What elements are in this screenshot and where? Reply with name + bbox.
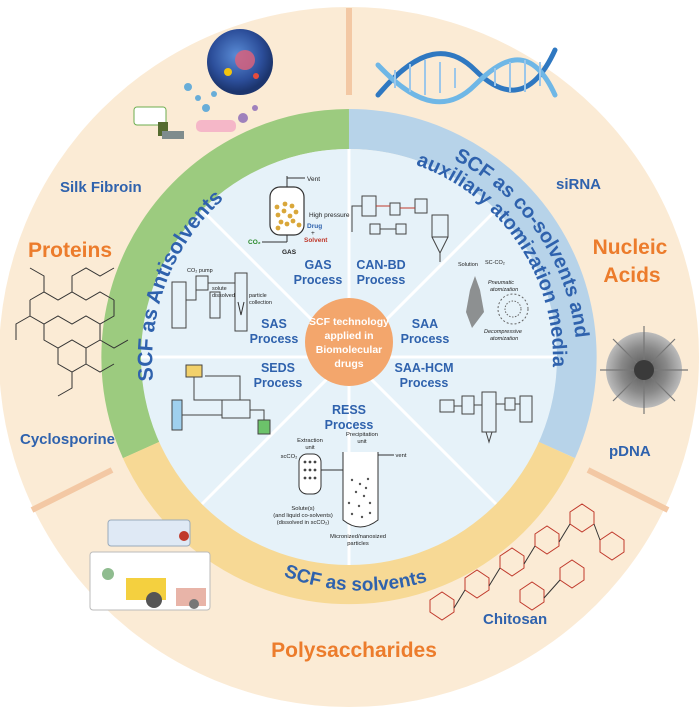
- seds-schematic: [171, 364, 271, 435]
- ress-precipitation-2: unit: [357, 439, 367, 445]
- sas-solute: solute: [212, 286, 227, 292]
- center-circle: [305, 298, 393, 386]
- ress-solute-2: (and liquid co-solvents): [273, 513, 333, 519]
- seds-process-word: Process: [254, 376, 303, 390]
- gas-co2: CO₂: [248, 239, 261, 246]
- ress-precipitation: Precipitation: [346, 432, 378, 438]
- center-line-3: Biomolecular: [316, 344, 383, 356]
- sas-process-name: SAS: [261, 317, 287, 331]
- outer-dividers: [30, 8, 670, 513]
- sas-pump: CO₂ pump: [187, 268, 213, 274]
- ress-schematic: Extraction unit Precipitation unit vent …: [273, 432, 407, 547]
- ress-solute: Solute(s): [291, 506, 314, 512]
- molecule-structure: [15, 267, 129, 397]
- polysaccharides-label: Polysaccharides: [271, 639, 437, 662]
- middle-band: [101, 109, 597, 605]
- ress-vent: vent: [396, 453, 407, 459]
- saa-hcm-schematic: [439, 391, 533, 444]
- ress-solute-3: (dissolved in scCO₂): [277, 520, 330, 526]
- sas-collection: collection: [249, 300, 272, 306]
- sas-particle: particle: [249, 293, 267, 299]
- cyclosporine-label: Cyclosporine: [20, 431, 115, 448]
- outer-labels: Proteins Nucleic Acids Polysaccharides S…: [20, 176, 668, 662]
- solvent-band: [122, 441, 576, 605]
- saa-decompressive: Decompressive: [484, 329, 522, 335]
- proteins-label: Proteins: [28, 239, 112, 262]
- gas-plus: +: [311, 230, 315, 237]
- can-bd-process-name: CAN-BD: [356, 258, 405, 272]
- ress-extraction-2: unit: [305, 445, 315, 451]
- device-illustration: [89, 519, 211, 611]
- sirna-label: siRNA: [556, 176, 601, 193]
- ress-process-name: RESS: [332, 403, 366, 417]
- saa-process-name: SAA: [412, 317, 438, 331]
- sas-dissolved: dissolved: [212, 293, 235, 299]
- gas-schematic: Vent High pressure Drug + Solvent CO₂ GA…: [248, 176, 350, 256]
- cosolvent-band: [348, 109, 597, 459]
- gas-high-pressure: High pressure: [309, 212, 350, 219]
- seds-process-name: SEDS: [261, 361, 295, 375]
- center-line-2: applied in: [324, 330, 373, 342]
- gas-label: GAS: [282, 249, 297, 256]
- process-labels: GAS Process CAN-BD Process SAS Process S…: [250, 258, 454, 432]
- ress-process-word: Process: [325, 418, 374, 432]
- gas-process-word: Process: [294, 273, 343, 287]
- nucleic-acids-label-2: Acids: [603, 264, 660, 287]
- sas-process-word: Process: [250, 332, 299, 346]
- can-bd-process-word: Process: [357, 273, 406, 287]
- saa-atomization2: atomization: [490, 336, 518, 342]
- gas-process-name: GAS: [304, 258, 331, 272]
- gas-vent: Vent: [307, 176, 320, 183]
- silk-fibroin-label: Silk Fibroin: [60, 179, 142, 196]
- ress-extraction: Extraction: [297, 438, 323, 444]
- center-line-1: SCF technology: [309, 316, 389, 328]
- pdna-label: pDNA: [609, 443, 651, 460]
- ress-scco2: scCO₂: [281, 454, 298, 460]
- dna-helix: [375, 47, 558, 105]
- antisolvent-band: [101, 109, 350, 459]
- gas-drug: Drug: [307, 223, 322, 230]
- saa-solution: Solution: [458, 262, 478, 268]
- gas-solvent: Solvent: [304, 237, 328, 244]
- chitosan-label: Chitosan: [483, 611, 547, 628]
- sas-schematic: CO₂ pump solute dissolved particle colle…: [171, 268, 272, 332]
- polysaccharide-structure: [429, 503, 625, 621]
- cell-illustration: [133, 29, 273, 139]
- saa-process-word: Process: [401, 332, 450, 346]
- saa-schematic: Solution SC-CO₂ Pneumatic atomization De…: [458, 260, 529, 342]
- nucleic-acids-label-1: Nucleic: [593, 236, 668, 259]
- saa-co2: SC-CO₂: [485, 260, 505, 266]
- ress-micronized-2: particles: [347, 541, 369, 547]
- center-line-4: drugs: [334, 358, 363, 370]
- saa-pneumatic: Pneumatic: [488, 280, 514, 286]
- center-label: SCF technology applied in Biomolecular d…: [309, 316, 389, 370]
- can-bd-schematic: [351, 195, 449, 262]
- saa-atomization: atomization: [490, 287, 518, 293]
- nanoparticle: [600, 326, 688, 414]
- saa-hcm-process-name: SAA-HCM: [394, 361, 453, 375]
- ress-micronized: Micronized/nanosized: [330, 534, 386, 540]
- saa-hcm-process-word: Process: [400, 376, 449, 390]
